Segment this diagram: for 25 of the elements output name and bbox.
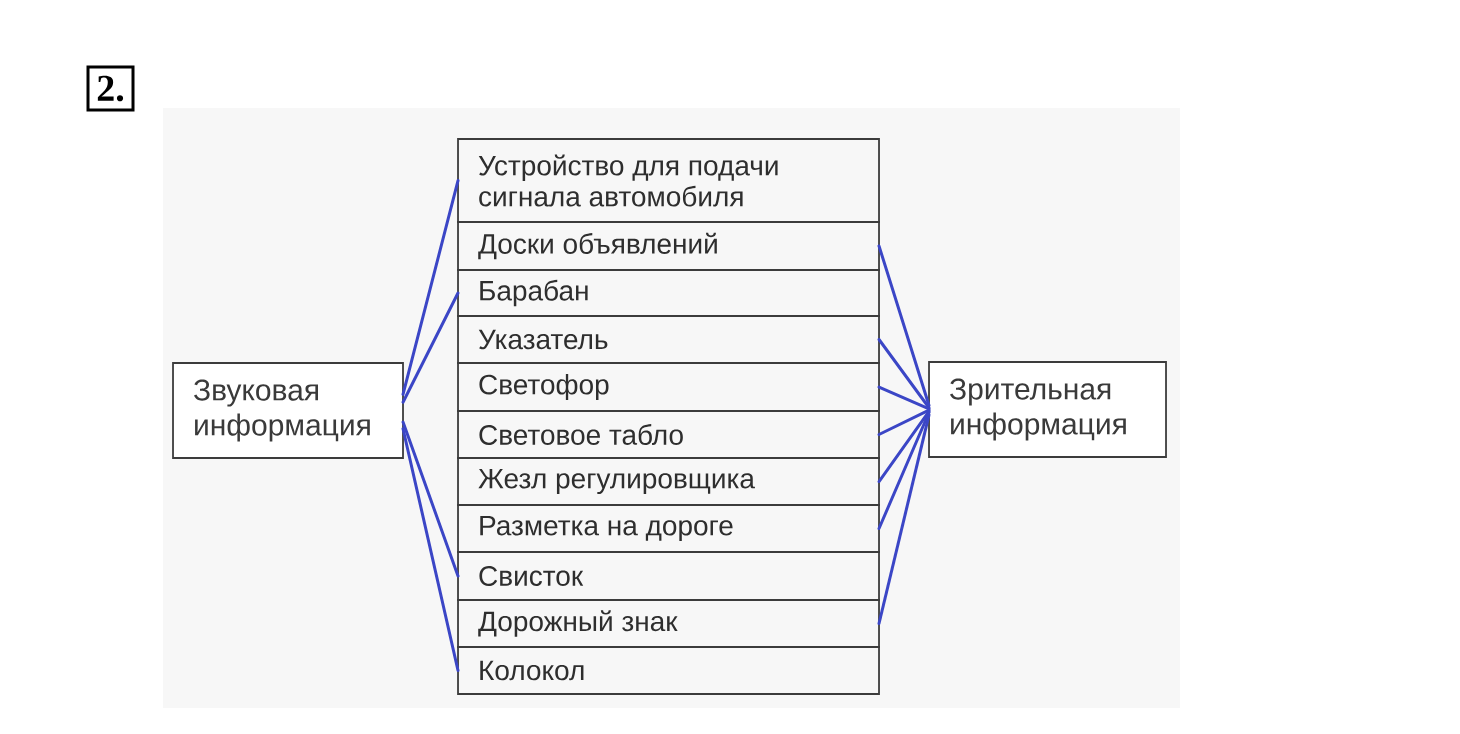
connector-line [877,409,931,483]
table-row: Разметка на дороге [457,504,880,553]
category-box: Зрительная информация [928,361,1167,458]
table-row: Барабан [457,269,880,317]
connector-line [401,420,460,578]
connector-line [877,338,931,410]
connector-line [877,408,931,436]
connector-line [401,179,460,396]
table-row: Светофор [457,362,880,412]
table-row: Колокол [457,646,880,695]
table-row: Устройство для подачи сигнала автомобиля [457,138,880,223]
connector-line [877,385,931,411]
category-box: Звуковая информация [172,362,404,459]
connector-line [877,411,931,530]
table-row: Доски объявлений [457,221,880,271]
connector-line [401,427,460,672]
table-row: Дорожный знак [457,599,880,648]
table-row: Жезл регулировщика [457,457,880,506]
connector-line [877,244,931,407]
task-number: 2. [86,65,135,112]
connector-line [401,291,460,404]
table-row: Указатель [457,315,880,364]
table-row: Световое табло [457,410,880,459]
table-row: Свисток [457,551,880,601]
connector-line [877,413,931,625]
